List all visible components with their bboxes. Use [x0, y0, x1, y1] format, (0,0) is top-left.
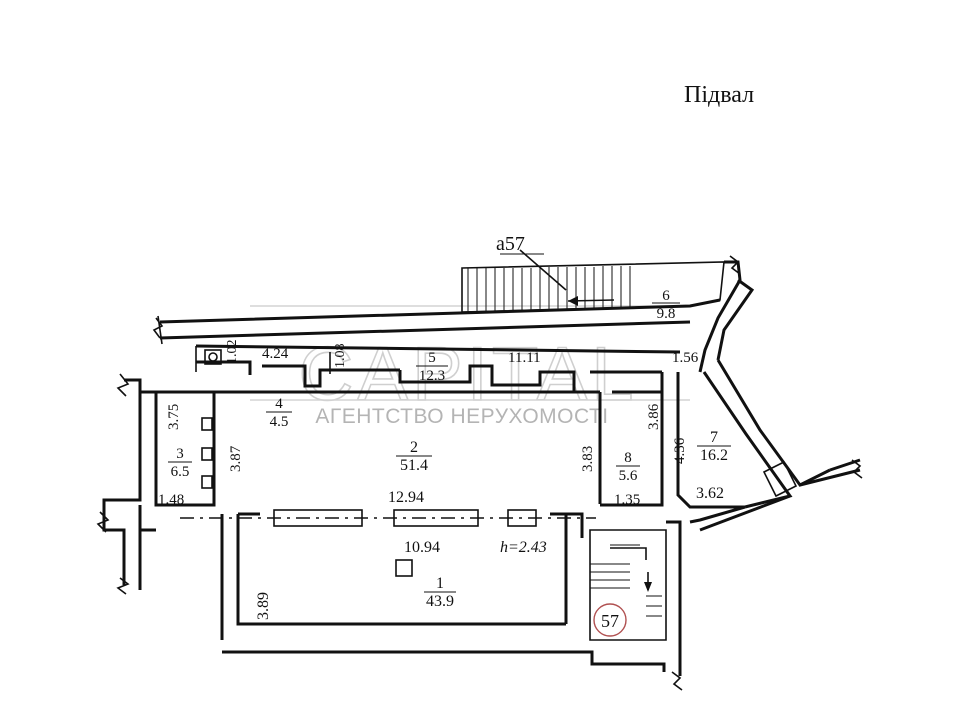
dim-12-94: 12.94 [388, 489, 424, 506]
room-6-label: 6 9.8 [652, 288, 680, 322]
dim-3-75: 3.75 [166, 404, 182, 430]
svg-text:4.5: 4.5 [270, 414, 289, 430]
svg-text:9.8: 9.8 [657, 306, 676, 322]
ceiling-height-label: h=2.43 [500, 539, 547, 556]
svg-text:4: 4 [275, 396, 283, 412]
toilet-icon [204, 349, 222, 365]
main-walls [102, 372, 745, 676]
dim-3-87: 3.87 [228, 445, 244, 472]
dim-1-35: 1.35 [614, 492, 640, 508]
dim-3-86: 3.86 [646, 403, 662, 430]
dim-1-56: 1.56 [672, 350, 699, 366]
watermark: CAPITAL [250, 305, 690, 418]
dim-3-89: 3.89 [255, 592, 272, 620]
room-8-label: 8 5.6 [616, 450, 640, 484]
dim-10-94: 10.94 [404, 539, 440, 556]
callout-a57: a57 [496, 233, 525, 255]
svg-text:3: 3 [176, 446, 184, 462]
svg-text:6.5: 6.5 [171, 464, 190, 480]
svg-text:1: 1 [436, 575, 444, 592]
room-2-label: 2 51.4 [396, 439, 432, 474]
room-7-label: 7 16.2 [697, 429, 731, 464]
svg-text:5: 5 [428, 350, 436, 366]
svg-text:5.6: 5.6 [619, 468, 638, 484]
room-4-label: 4 4.5 [266, 396, 292, 430]
svg-text:2: 2 [410, 439, 418, 456]
dim-3-62: 3.62 [696, 485, 724, 502]
dim-1-08: 1.08 [333, 344, 348, 369]
svg-text:43.9: 43.9 [426, 593, 454, 610]
dim-1-02: 1.02 [225, 340, 240, 365]
stairs-a57 [461, 249, 725, 313]
lower-stairs [590, 544, 662, 617]
svg-text:6: 6 [662, 288, 670, 304]
plan-title: Підвал [684, 82, 754, 108]
stair-marker-circle [593, 603, 627, 637]
dim-3-83: 3.83 [580, 446, 596, 472]
svg-text:51.4: 51.4 [400, 457, 428, 474]
watermark-subtitle: АГЕНТСТВО НЕРУХОМОСТІ [315, 405, 608, 428]
dim-4-36: 4.36 [672, 437, 688, 464]
stair-marker-label: 57 [601, 611, 619, 631]
dim-4-24: 4.24 [262, 346, 289, 362]
watermark-brand: CAPITAL [298, 332, 637, 417]
dim-1-48: 1.48 [158, 492, 184, 508]
svg-text:16.2: 16.2 [700, 447, 728, 464]
room-3-label: 3 6.5 [168, 446, 192, 480]
svg-text:8: 8 [624, 450, 632, 466]
room-5-label: 5 12.3 [416, 350, 448, 384]
break-marks [96, 255, 863, 691]
beam-line [180, 417, 596, 577]
room-1-label: 1 43.9 [424, 575, 456, 610]
dim-11-11: 11.11 [508, 350, 541, 366]
svg-text:12.3: 12.3 [419, 368, 445, 384]
svg-text:7: 7 [710, 429, 718, 446]
right-exterior-walls [689, 260, 861, 532]
